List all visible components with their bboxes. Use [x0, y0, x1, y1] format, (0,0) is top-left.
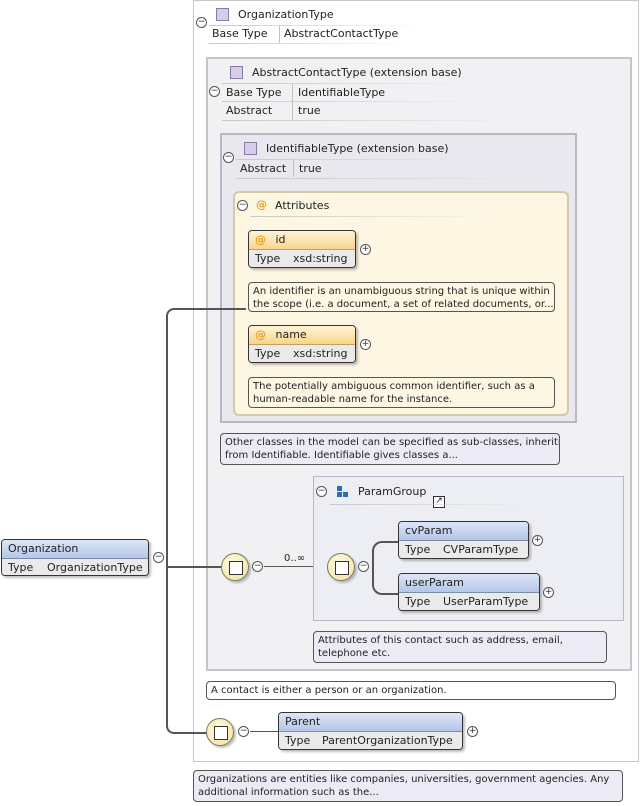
identifiable-title: IdentifiableType (extension base): [266, 142, 449, 155]
param-group-title: ParamGroup: [358, 485, 427, 498]
expand-icon[interactable]: +: [543, 587, 554, 598]
doc-line: additional information such as the...: [198, 787, 379, 798]
divider: [293, 160, 294, 177]
abstract-label: Abstract: [240, 162, 287, 175]
attributes-title: Attributes: [275, 199, 330, 212]
collapse-icon[interactable]: −: [316, 486, 327, 497]
organization-type-title: OrganizationType: [238, 8, 334, 21]
choice-compositor[interactable]: [327, 553, 355, 581]
abstract-contact-title: AbstractContactType (extension base): [252, 66, 462, 79]
type-label: Type: [255, 252, 281, 265]
complex-type-icon: [216, 8, 229, 21]
divider: [250, 216, 490, 217]
attribute-name: id: [275, 233, 286, 246]
base-type-value: AbstractContactType: [284, 27, 399, 40]
complex-type-icon: [244, 142, 257, 155]
complex-type-icon: [230, 66, 243, 79]
contact-documentation: A contact is either a person or an organ…: [206, 681, 616, 700]
divider: [292, 84, 293, 120]
doc-line: human-readable name for the instance.: [253, 394, 453, 405]
sequence-compositor[interactable]: [221, 553, 249, 581]
divider: [279, 26, 280, 43]
doc-line: telephone etc.: [318, 648, 391, 659]
attribute-id[interactable]: @ id Type xsd:string: [248, 230, 356, 268]
collapse-icon[interactable]: −: [358, 561, 369, 572]
connector-line: [166, 566, 208, 734]
attribute-name[interactable]: @ name Type xsd:string: [248, 325, 356, 363]
group-icon: [337, 486, 349, 498]
base-type-value: IdentifiableType: [298, 86, 386, 99]
connector-line: [166, 566, 222, 568]
connector-line: [372, 541, 400, 595]
base-type-label: Base Type: [212, 27, 268, 40]
sequence-compositor[interactable]: [206, 718, 234, 746]
divider: [236, 178, 536, 179]
collapse-icon[interactable]: −: [209, 86, 220, 97]
doc-line: from Identifiable. Identifiable gives cl…: [225, 450, 458, 461]
connector-line: [166, 308, 246, 568]
reference-link-icon[interactable]: ↗: [433, 496, 445, 508]
element-name: cvParam: [399, 522, 528, 541]
organization-element[interactable]: Organization Type OrganizationType: [1, 539, 149, 576]
base-type-label: Base Type: [226, 86, 282, 99]
name-documentation: The potentially ambiguous common identif…: [248, 377, 555, 408]
doc-line: the scope (i.e. a document, a set of rel…: [253, 299, 554, 310]
identifiable-documentation: Other classes in the model can be specif…: [220, 433, 560, 465]
connector-line: [250, 731, 278, 732]
collapse-icon[interactable]: −: [238, 726, 249, 737]
collapse-icon[interactable]: −: [252, 561, 263, 572]
collapse-icon[interactable]: −: [223, 152, 234, 163]
type-value: xsd:string: [293, 252, 348, 265]
type-label: Type: [285, 734, 311, 747]
doc-line: An identifier is an unambiguous string t…: [253, 286, 550, 297]
abstract-value: true: [299, 162, 322, 175]
occurrence-label: 0..∞: [284, 553, 306, 564]
divider: [222, 101, 482, 102]
type-label: Type: [8, 561, 34, 574]
type-value: xsd:string: [293, 347, 348, 360]
element-name: userParam: [399, 574, 539, 593]
doc-line: The potentially ambiguous common identif…: [253, 381, 535, 392]
abstract-value: true: [298, 104, 321, 117]
divider: [209, 43, 409, 44]
type-value: ParentOrganizationType: [322, 734, 453, 747]
type-label: Type: [405, 595, 431, 608]
divider: [236, 159, 466, 160]
attribute-icon: @: [255, 328, 266, 341]
divider: [330, 504, 530, 505]
cv-param-element[interactable]: cvParam Type CVParamType: [398, 521, 529, 559]
type-value: CVParamType: [443, 543, 519, 556]
doc-line: Other classes in the model can be specif…: [225, 437, 560, 448]
doc-line: A contact is either a person or an organ…: [211, 685, 447, 696]
element-name: Organization: [2, 540, 148, 559]
element-name: Parent: [279, 713, 462, 732]
divider: [209, 25, 429, 26]
expand-icon[interactable]: +: [467, 726, 478, 737]
expand-icon[interactable]: +: [360, 339, 371, 350]
type-value: UserParamType: [443, 595, 529, 608]
attribute-name: name: [275, 328, 307, 341]
organization-documentation: Organizations are entities like companie…: [193, 770, 623, 802]
attribute-icon: @: [256, 198, 267, 211]
collapse-icon[interactable]: −: [196, 17, 207, 28]
type-value: OrganizationType: [47, 561, 143, 574]
expand-icon[interactable]: +: [532, 535, 543, 546]
collapse-icon[interactable]: −: [237, 200, 248, 211]
attribute-icon: @: [255, 233, 266, 246]
type-label: Type: [405, 543, 431, 556]
type-label: Type: [255, 347, 281, 360]
parent-element[interactable]: Parent Type ParentOrganizationType: [278, 712, 463, 750]
id-documentation: An identifier is an unambiguous string t…: [248, 282, 555, 312]
expand-icon[interactable]: +: [360, 244, 371, 255]
collapse-icon[interactable]: −: [153, 552, 164, 563]
abstract-label: Abstract: [226, 104, 273, 117]
divider: [222, 83, 482, 84]
connector-line: [264, 566, 326, 567]
user-param-element[interactable]: userParam Type UserParamType: [398, 573, 540, 611]
divider: [222, 120, 522, 121]
doc-line: Attributes of this contact such as addre…: [318, 635, 563, 646]
param-group-documentation: Attributes of this contact such as addre…: [313, 631, 607, 663]
doc-line: Organizations are entities like companie…: [198, 774, 610, 785]
